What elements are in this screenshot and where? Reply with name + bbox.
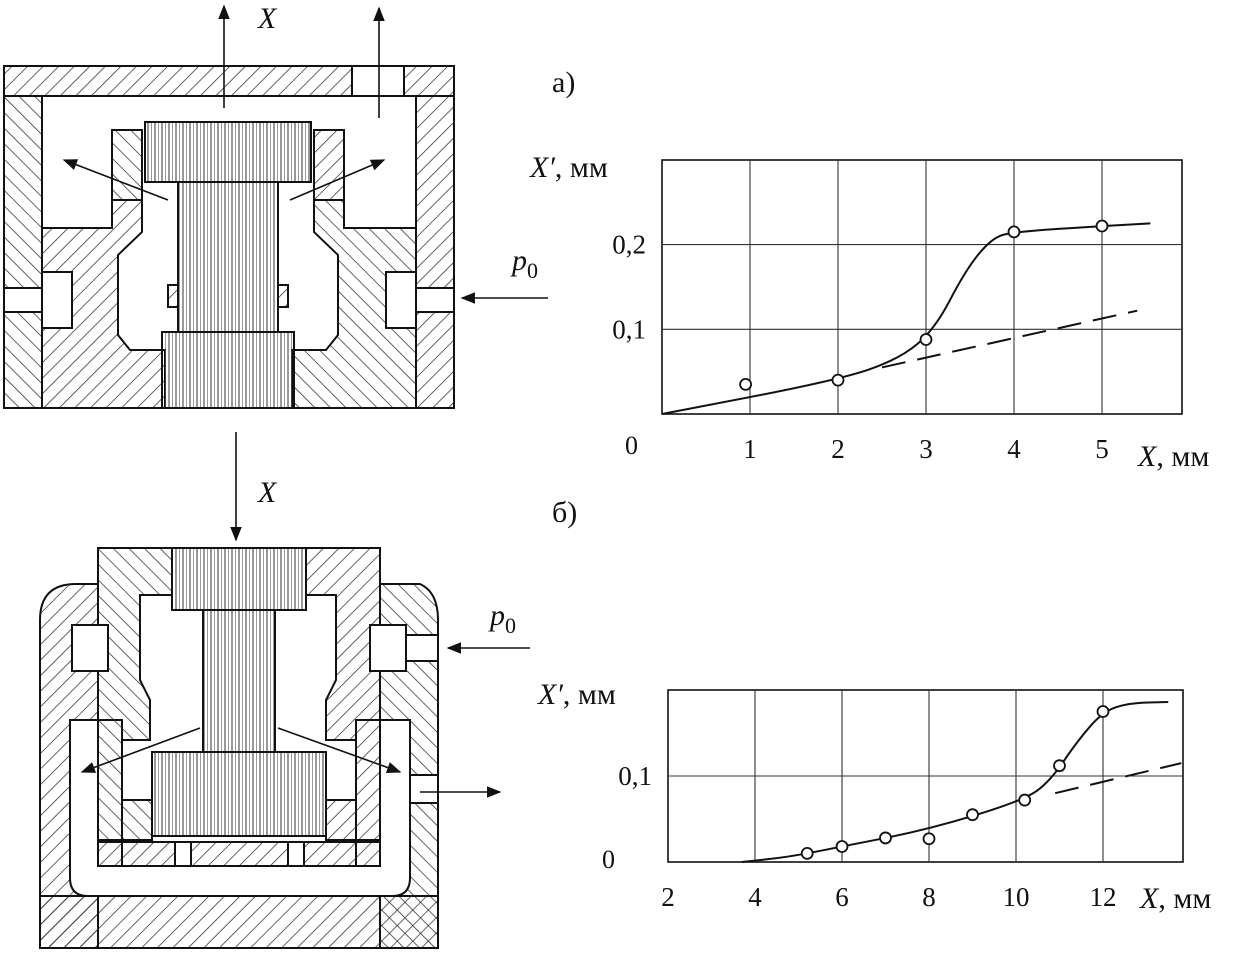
valve-b-drawing [39,547,439,949]
chart-b-data-point [1096,705,1110,718]
chart-b-x-tick-label: 10 [1003,882,1030,912]
chart-b-x-tick-label: 4 [748,882,762,912]
valve-a-motion-label: X [257,2,278,35]
valve-b-flow-arrow-left [80,727,201,773]
panel-a-label: а) [552,66,575,99]
chart-a-frame [661,159,1183,415]
panel-b-label: б) [552,496,577,529]
chart-b-origin-label: 0 [602,845,615,874]
chart-b-data-point [1053,759,1066,773]
chart-a-grid [661,159,1183,415]
valve-b-spool-top [171,547,307,611]
valve-a-left-body [41,199,166,409]
chart-b: 2 4 6 8 10 12 0,1 0 X′, мм X, мм [537,678,1211,915]
valve-a-flow-arrow-left [62,159,169,201]
chart-a-xlabel: X, мм [1137,440,1209,473]
chart-a-origin-label: 0 [625,431,638,460]
valve-b-spool-stem [202,609,276,753]
chart-a-x-tick-label: 5 [1095,434,1109,464]
chart-a-x-tick-label: 3 [919,434,933,464]
chart-a-x-tick-label: 2 [831,434,845,464]
valve-b-pressure-label: p0 [488,599,516,638]
chart-b-data-point [800,847,814,860]
chart-a-curve [661,222,1151,415]
chart-a-y-tick-label: 0,2 [612,230,646,260]
chart-a-y-tick-label: 0,1 [612,314,646,344]
chart-b-data-point [966,808,979,822]
chart-b-series [741,701,1182,863]
chart-a-ylabel: X′, мм [529,151,608,184]
chart-a-x-tick-label: 4 [1007,434,1021,464]
valve-a-lower-plunger [161,331,295,409]
chart-b-x-tick-label: 2 [661,882,675,912]
chart-a-x-tick-label: 1 [743,434,757,464]
chart-b-ylabel: X′, мм [537,678,616,711]
chart-b-markers [800,705,1110,860]
valve-a-left-wall [3,95,43,409]
chart-b-data-point [1018,793,1032,807]
chart-a-data-point [1095,219,1109,233]
valve-b-arrows [80,432,530,798]
chart-a-dashed-line [881,309,1138,369]
valve-a-pressure-label: p0 [510,244,538,283]
chart-a-data-point [739,377,752,391]
chart-b-dashed-line [1054,762,1182,795]
valve-a-right-body [291,199,417,409]
chart-b-data-point [922,832,936,846]
valve-a-drawing [3,65,455,409]
valve-a-spool-head [144,121,312,183]
chart-b-x-ticks: 2 4 6 8 10 12 [661,882,1116,912]
chart-a: 1 2 3 4 5 0,1 0,2 0 X′, мм X, мм [529,151,1209,473]
chart-b-y-ticks: 0,1 [618,761,652,791]
valve-b-spool-bottom [151,751,327,837]
chart-a-y-ticks: 0,1 0,2 [612,230,646,345]
valve-a-flow-arrow-right [289,159,386,201]
chart-b-data-point [835,840,849,853]
chart-b-x-tick-label: 12 [1090,882,1117,912]
chart-b-x-tick-label: 6 [835,882,849,912]
chart-a-data-point [1007,225,1021,239]
chart-a-data-point [919,333,933,346]
valve-a-arrows [62,4,548,304]
chart-a-data-point [831,373,845,387]
valve-b-motion-label: X [257,476,278,509]
valve-b-flow-arrow-right [277,727,402,774]
valve-a-spool-stem [177,181,279,333]
chart-a-x-ticks: 1 2 3 4 5 [743,434,1109,464]
chart-b-xlabel: X, мм [1139,882,1211,915]
chart-b-data-point [879,831,892,845]
chart-b-x-tick-label: 8 [922,882,936,912]
chart-a-series [661,222,1151,415]
chart-b-y-tick-label: 0,1 [618,761,652,791]
chart-b-grid [667,689,1184,863]
valve-a-right-wall [415,95,455,409]
chart-a-markers [739,219,1109,391]
